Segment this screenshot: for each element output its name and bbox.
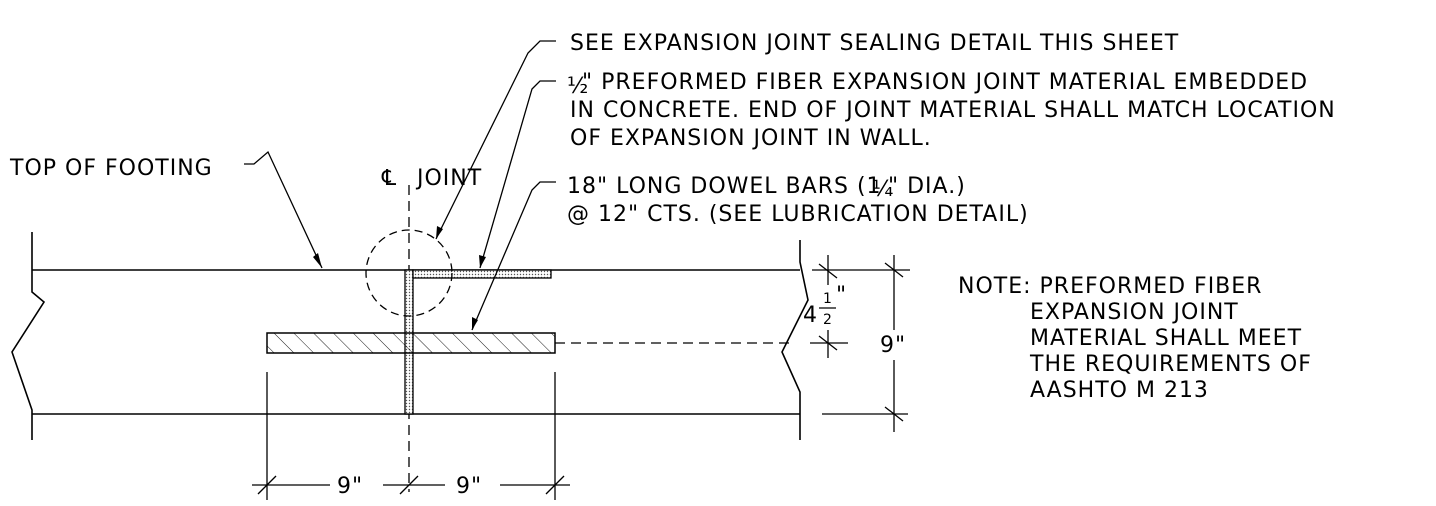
note-line-1: NOTE: PREFORMED FIBER — [958, 274, 1262, 299]
note-line-3: MATERIAL SHALL MEET — [1030, 326, 1302, 351]
embedded-joint-filler — [412, 269, 552, 279]
dowel-line-1a: 18" LONG DOWEL BARS (1 — [567, 174, 882, 199]
dim-depth-unit: " — [836, 283, 847, 308]
preformed-fraction: ½ — [567, 74, 588, 99]
leaders — [244, 40, 556, 331]
bottom-dimensions — [252, 372, 570, 500]
note-line-5: AASHTO M 213 — [1030, 378, 1209, 403]
dowel-fraction: ¼ — [872, 177, 893, 202]
dim-depth-num: 1 — [823, 291, 832, 307]
top-of-footing-leader — [244, 150, 323, 269]
preformed-leader — [479, 80, 556, 269]
arrowhead — [472, 317, 478, 330]
preformed-line-2: IN CONCRETE. END OF JOINT MATERIAL SHALL… — [570, 98, 1336, 123]
dowel-leader — [471, 181, 556, 331]
tick — [884, 262, 904, 278]
dim-depth-whole: 4 — [803, 303, 818, 328]
tick — [545, 475, 565, 495]
dowel-line-2: @ 12" CTS. (SEE LUBRICATION DETAIL) — [567, 202, 1029, 227]
preformed-line-1: " PREFORMED FIBER EXPANSION JOINT MATERI… — [582, 70, 1308, 95]
note-line-2: EXPANSION JOINT — [1030, 300, 1239, 325]
sealing-detail-circle — [365, 229, 453, 317]
dowel-line-1b: " DIA.) — [888, 174, 966, 199]
tick — [257, 475, 277, 495]
dim-left-9: 9" — [337, 474, 363, 499]
note-line-4: THE REQUIREMENTS OF — [1029, 352, 1312, 377]
cl-joint-label: JOINT — [415, 166, 482, 191]
sealing-note: SEE EXPANSION JOINT SEALING DETAIL THIS … — [570, 31, 1179, 56]
tick — [399, 475, 419, 495]
arrowhead — [436, 226, 443, 239]
cl-symbol: ℄ — [381, 166, 397, 191]
right-dimensions — [810, 255, 910, 432]
left-break-line — [11, 232, 46, 440]
arrowhead — [313, 253, 322, 268]
sealing-leader — [435, 40, 556, 240]
top-of-footing-label: TOP OF FOOTING — [9, 156, 213, 181]
preformed-line-3: OF EXPANSION JOINT IN WALL. — [570, 126, 932, 151]
dowel-bar — [266, 332, 556, 354]
tick — [884, 406, 904, 422]
tick — [818, 263, 838, 279]
right-break-line — [781, 240, 809, 440]
dim-right-9: 9" — [456, 474, 482, 499]
dim-depth-den: 2 — [823, 312, 832, 328]
arrowhead — [479, 255, 486, 268]
dim-total-9: 9" — [880, 333, 906, 358]
